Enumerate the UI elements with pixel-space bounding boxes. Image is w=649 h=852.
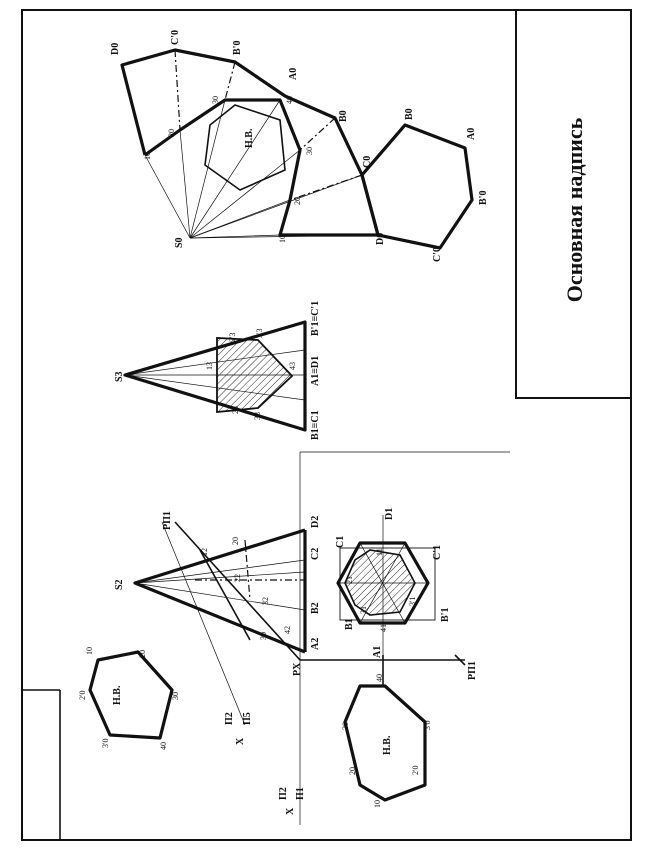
plane-trace-p bbox=[174, 521, 301, 661]
label-a1d1: A1≡D1 bbox=[310, 356, 321, 386]
nv-left-label: Н.В. bbox=[112, 685, 123, 705]
label-b1c1-right: B'1≡C'1 bbox=[310, 301, 321, 336]
label-3-1: 31 bbox=[359, 606, 368, 614]
dev-p3b: 30 bbox=[305, 147, 314, 155]
dev-b0: B0 bbox=[338, 110, 349, 122]
axis-x-label: X bbox=[285, 807, 296, 815]
label-px: PX bbox=[292, 662, 303, 676]
label-c1: C1 bbox=[335, 536, 346, 548]
aux-axis-bottom: П5 bbox=[242, 712, 253, 725]
label-a1: A1 bbox=[372, 646, 383, 658]
nv-development-label: Н.В. bbox=[244, 128, 255, 148]
label-3-2: 32 bbox=[261, 597, 270, 605]
label-b1p: B'1 bbox=[440, 608, 451, 622]
hv1-p3: 30 bbox=[341, 722, 350, 730]
label-s2: S2 bbox=[114, 579, 125, 590]
label-4-2: 42 bbox=[283, 626, 292, 634]
dev-c0: C0 bbox=[362, 156, 373, 168]
dev-p1b: 10 bbox=[278, 235, 287, 243]
dev-c0p: C'0 bbox=[170, 30, 181, 45]
label-d2: D2 bbox=[310, 516, 321, 528]
pyramid-top-view bbox=[336, 515, 436, 655]
label-b1: B1 bbox=[344, 618, 355, 630]
hv1-p4: 40 bbox=[375, 674, 384, 682]
label-1-2: 12 bbox=[200, 548, 209, 556]
sheet-frame bbox=[21, 9, 632, 841]
hv2-p3: 30 bbox=[171, 692, 180, 700]
label-1-3: 13 bbox=[205, 362, 214, 370]
hv2-p6: 3'0 bbox=[101, 739, 110, 748]
label-s3: S3 bbox=[114, 371, 125, 382]
plane-trace-tick bbox=[454, 654, 466, 666]
dev-p4: 40 bbox=[285, 96, 294, 104]
label-p-pi1-top: PП1 bbox=[162, 511, 173, 530]
title-block bbox=[515, 9, 632, 399]
pyramid-development bbox=[120, 48, 474, 250]
label-s0: S0 bbox=[174, 237, 185, 248]
label-3p-1: 3'1 bbox=[408, 597, 417, 606]
axis-x-bottom: П1 bbox=[295, 787, 306, 800]
hv2-p1: 10 bbox=[85, 647, 94, 655]
label-d1: D1 bbox=[384, 508, 395, 520]
pyramid-front-view bbox=[133, 528, 307, 654]
label-1-1: 11 bbox=[375, 548, 384, 556]
label-3-3: 33 bbox=[253, 412, 262, 420]
label-3p-3: 3'3 bbox=[255, 329, 264, 338]
dev-d0: D0 bbox=[110, 43, 121, 55]
hv2-p5: 2'0 bbox=[78, 691, 87, 700]
hv2-p2: 20 bbox=[138, 650, 147, 658]
hv1-p5: 2'0 bbox=[411, 766, 420, 775]
dev-b0c: B0 bbox=[404, 108, 415, 120]
label-4-1: 41 bbox=[379, 624, 388, 632]
label-c2: C2 bbox=[310, 548, 321, 560]
dev-p3: 30 bbox=[211, 96, 220, 104]
pyramid-profile-view bbox=[123, 320, 307, 432]
aux-axis-top: П2 bbox=[224, 712, 235, 725]
label-a2: A2 bbox=[310, 638, 321, 650]
label-c1p: C'1 bbox=[432, 545, 443, 560]
dev-p2: 20 bbox=[167, 129, 176, 137]
label-b2: B2 bbox=[310, 602, 321, 614]
label-2-3: 23 bbox=[231, 406, 240, 414]
true-size-section-left bbox=[88, 650, 174, 740]
hv1-p6: 3'0 bbox=[423, 721, 432, 730]
hv2-p4: 40 bbox=[159, 742, 168, 750]
dev-d0b: D0 bbox=[375, 233, 386, 245]
dev-p2b: 20 bbox=[293, 197, 302, 205]
label-2p-3: 2'3 bbox=[228, 333, 237, 342]
label-2-0-front: 20 bbox=[231, 537, 240, 545]
label-p-pi1-bottom: PП1 bbox=[467, 661, 478, 680]
label-2-2: 22 bbox=[233, 574, 242, 582]
title-block-text: Основная надпись bbox=[562, 117, 587, 302]
label-3-0-front: 30 bbox=[259, 632, 268, 640]
dev-p1: 10 bbox=[143, 152, 152, 160]
aux-axis-x: X bbox=[235, 737, 246, 745]
label-4-3: 43 bbox=[288, 362, 297, 370]
nv-bottom-label: Н.В. bbox=[382, 735, 393, 755]
dev-a0b: A0 bbox=[466, 128, 477, 140]
label-2-1: 21 bbox=[345, 576, 354, 584]
dev-c0b: C'0 bbox=[432, 247, 443, 262]
hv1-p2: 20 bbox=[348, 767, 357, 775]
dev-b0p: B'0 bbox=[232, 41, 243, 55]
dev-a0: A0 bbox=[288, 68, 299, 80]
aux-axis-line bbox=[161, 521, 246, 726]
axis-x-top: П2 bbox=[278, 787, 289, 800]
dev-b0b: B'0 bbox=[478, 191, 489, 205]
label-b1c1-left: B1≡C1 bbox=[310, 410, 321, 440]
hv1-p1: 10 bbox=[373, 800, 382, 808]
true-size-section-bottom bbox=[343, 655, 427, 802]
